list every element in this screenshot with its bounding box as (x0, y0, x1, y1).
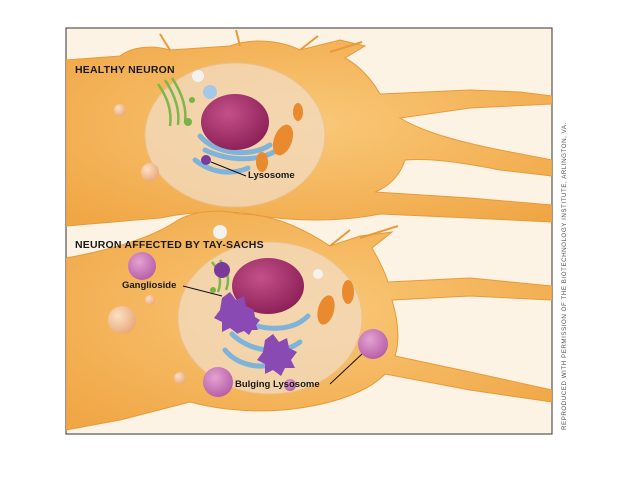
healthy-vesicle (203, 85, 217, 99)
healthy-vesicle (184, 118, 192, 126)
bulging-lysosome (284, 379, 296, 391)
healthy-vesicle (189, 97, 195, 103)
ganglioside-cluster (257, 334, 297, 376)
bulging-lysosome (128, 252, 156, 280)
healthy-lysosome (201, 155, 211, 165)
healthy-neuron-heading: HEALTHY NEURON (75, 64, 175, 76)
affected-neuron-heading: NEURON AFFECTED BY TAY-SACHS (75, 239, 264, 251)
lysosome-label: Lysosome (248, 170, 295, 181)
healthy-mitochondrion (272, 124, 294, 156)
affected-vesicle (313, 269, 323, 279)
affected-vesicle (214, 262, 230, 278)
credit-text: REPRODUCED WITH PERMISSION OF THE BIOTEC… (561, 122, 568, 430)
healthy-dendrite (159, 29, 363, 53)
affected-neuron (66, 210, 552, 431)
bulging-lysosome-label: Bulging Lysosome (235, 379, 320, 390)
bulging-lysosome-callout-line (329, 353, 363, 385)
healthy-sphere (141, 163, 159, 181)
healthy-neuron (66, 29, 552, 227)
ganglioside-cluster (234, 308, 260, 335)
bulging-lysosome (358, 329, 388, 359)
affected-mitochondrion (342, 280, 354, 304)
healthy-mitochondrion (256, 152, 268, 172)
affected-sphere (145, 295, 155, 305)
affected-dendrite (329, 225, 399, 247)
lysosome-callout-line (210, 161, 247, 177)
healthy-mitochondrion (293, 103, 303, 121)
healthy-nucleus (201, 94, 269, 150)
ganglioside-callout-line (182, 285, 223, 297)
affected-mitochondrion (317, 295, 335, 325)
affected-nucleus (232, 258, 304, 314)
affected-sphere (174, 372, 186, 384)
affected-vesicle (210, 287, 216, 293)
affected-vesicle (213, 225, 227, 239)
healthy-sphere (114, 104, 126, 116)
healthy-vesicle (192, 70, 204, 82)
bulging-lysosome (203, 367, 233, 397)
affected-cytoplasm (177, 241, 363, 395)
ganglioside-label: Ganglioside (122, 280, 177, 291)
affected-sphere (108, 306, 136, 334)
